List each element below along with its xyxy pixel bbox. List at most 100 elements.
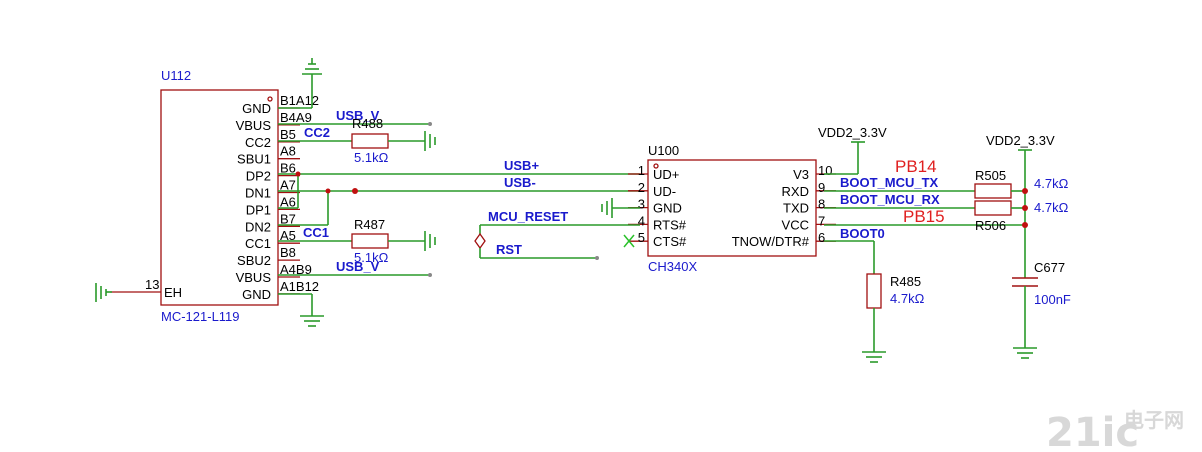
junction [1022,205,1028,211]
connector-pin-name: VBUS [236,270,272,285]
chip-pin-name-left: UD- [653,184,676,199]
connector-u112: U112 MC-121-L119 GNDB1A12VBUSB4A9CC2B5SB… [110,68,319,324]
chip-pin-name-right: V3 [793,167,809,182]
net-port-diamond [474,232,486,250]
connector-pin-name: SBU1 [237,152,271,167]
vdd-right-label: VDD2_3.3V [986,133,1055,148]
connector-pin-name: VBUS [236,118,272,133]
connector-pin-number: B7 [280,211,296,226]
chip-pin-number-left: 5 [638,230,645,245]
chip-pin-name-right: RXD [782,184,809,199]
chip-pin-number-right: 7 [818,213,825,228]
connector-pin-number: A5 [280,228,296,243]
chip-pin-number-left: 4 [638,213,645,228]
r485-value: 4.7kΩ [890,291,925,306]
net-boot0: BOOT0 [840,226,885,241]
r488-ref: R488 [352,116,383,131]
chip-pin-name-left: GND [653,201,682,216]
r505-value: 4.7kΩ [1034,176,1069,191]
chip-pin-name-left: RTS# [653,217,687,232]
ground-eh [95,283,112,302]
r506-ref: R506 [975,218,1006,233]
junction [352,188,358,194]
resistor-r487 [351,233,389,249]
vdd-chip-label: VDD2_3.3V [818,125,887,140]
connector-pin-number: A4B9 [280,262,312,277]
junction [1022,222,1028,228]
connector-pin-number: A8 [280,144,296,159]
r487-value: 5.1kΩ [354,250,389,265]
watermark-text: 电子网 [1124,408,1184,432]
resistor-r506 [974,200,1012,216]
net-usb-plus: USB+ [504,158,539,173]
r505-ref: R505 [975,168,1006,183]
junction [295,171,301,177]
connector-pin-number: A7 [280,178,296,193]
chip-pin-number-right: 9 [818,180,825,195]
connector-pin-name: CC2 [245,135,271,150]
connector-pin-number: B6 [280,161,296,176]
ground-c677 [1013,347,1037,359]
r485-ref: R485 [890,274,921,289]
connector-pin-number: A6 [280,194,296,209]
net-mcu-reset: MCU_RESET [488,209,568,224]
ground-r485 [862,351,886,363]
c677-ref: C677 [1034,260,1065,275]
connector-pin-number: A1B12 [280,279,319,294]
chip-pin-name-right: TXD [783,201,809,216]
chip-pin-number-right: 10 [818,163,832,178]
r506-value: 4.7kΩ [1034,200,1069,215]
pin-marker [267,96,273,102]
net-rst: RST [496,242,522,257]
chip-part: CH340X [648,259,697,274]
connector-pin-name: CC1 [245,236,271,251]
no-connect-mark [623,234,635,248]
connector-pin-number: B4A9 [280,110,312,125]
eh-pin-number: 13 [145,277,159,292]
chip-pin-number-left: 2 [638,180,645,195]
chip-pin-number-left: 3 [638,197,645,212]
connector-pin-name: GND [242,287,271,302]
r487-ref: R487 [354,217,385,232]
chip-ref: U100 [648,143,679,158]
ground-bottom [300,315,324,327]
chip-pin-number-right: 8 [818,197,825,212]
r488-value: 5.1kΩ [354,150,389,165]
resistor-r505 [974,183,1012,199]
ground-r488 [424,131,436,151]
net-boot-tx: BOOT_MCU_TX [840,175,939,190]
connector-body [160,89,279,306]
connector-ref: U112 [161,68,191,83]
c677-value: 100nF [1034,292,1071,307]
chip-pin-name-right: TNOW/DTR# [732,234,810,249]
net-cc1: CC1 [303,225,329,240]
net-usb-v-bottom: USB_V [336,259,380,274]
ground-chip [601,198,613,218]
ground-r487 [424,231,436,251]
ground-top [302,58,322,75]
connector-pin-name: DP2 [246,169,271,184]
watermark-logo: 21ic [1046,410,1139,452]
junction [1022,188,1028,194]
pin-marker [653,163,659,169]
junction [325,188,331,194]
net-cc2: CC2 [304,125,330,140]
net-end [428,122,432,126]
resistor-r485 [866,273,882,309]
chip-pin-name-right: VCC [782,217,809,232]
annotation-pb15: PB15 [903,207,945,226]
connector-pin-name: GND [242,101,271,116]
net-usb-v-top: USB_V [336,108,380,123]
chip-pin-number-right: 6 [818,230,825,245]
connector-pin-name: DN1 [245,186,271,201]
annotation-pb14: PB14 [895,157,937,176]
chip-pin-number-left: 1 [638,163,645,178]
chip-pin-name-left: CTS# [653,234,687,249]
connector-pin-number: B5 [280,127,296,142]
eh-pin-name: EH [164,285,182,300]
connector-pin-name: DP1 [246,202,271,217]
resistor-r488 [351,133,389,149]
